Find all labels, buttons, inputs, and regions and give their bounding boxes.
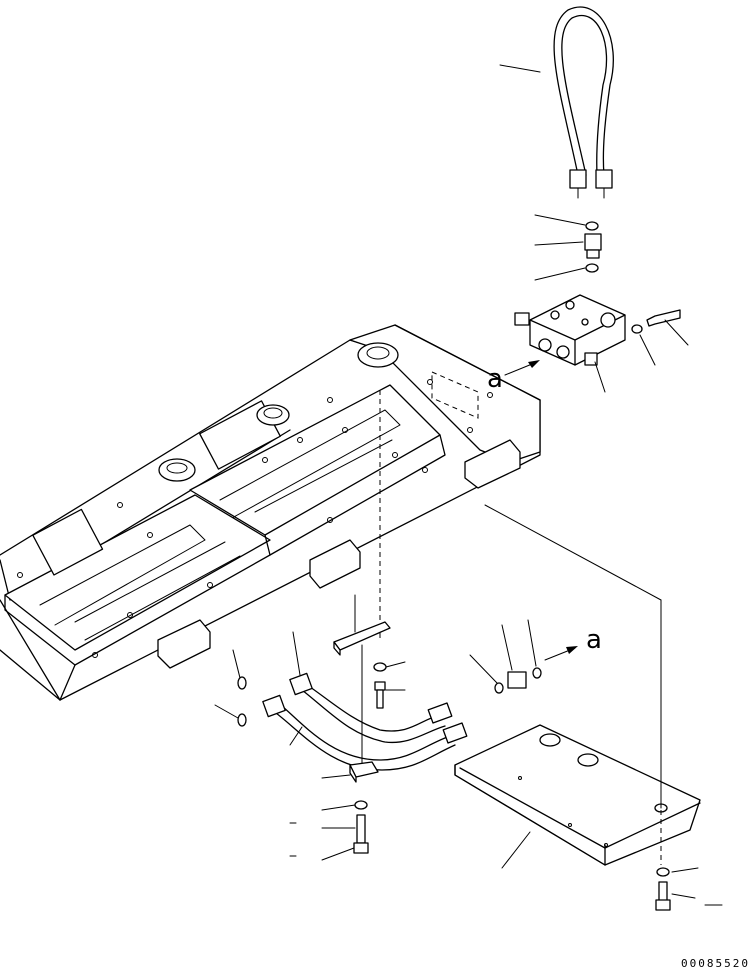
middle-elbow-fitting bbox=[507, 671, 527, 689]
cover-washer bbox=[656, 867, 670, 877]
upper-clamp-bolt bbox=[374, 681, 386, 709]
lower-clamp bbox=[349, 761, 379, 783]
upper-clamp bbox=[333, 621, 391, 656]
middle-o-ring-right bbox=[532, 667, 542, 679]
middle-o-ring-left bbox=[494, 682, 504, 694]
lower-washer bbox=[354, 800, 368, 810]
cover-plate bbox=[454, 724, 701, 866]
reference-letter-upper: a bbox=[487, 364, 503, 394]
reference-letter-lower: a bbox=[586, 625, 602, 655]
reference-arrow-lower: a bbox=[544, 625, 602, 661]
track-frame-assembly bbox=[0, 324, 541, 701]
cover-bolt bbox=[655, 881, 671, 911]
adapter-fitting bbox=[584, 233, 602, 259]
hydraulic-hose bbox=[553, 6, 614, 199]
cover-alignment-line bbox=[484, 504, 662, 601]
washer-valve bbox=[631, 324, 643, 334]
reference-arrow-upper: a bbox=[487, 360, 540, 394]
lower-o-ring bbox=[585, 263, 599, 273]
upper-washer bbox=[373, 662, 387, 672]
bolt-valve bbox=[646, 309, 681, 327]
hose-caps bbox=[237, 676, 247, 727]
hydraulic-tube-assembly bbox=[262, 672, 468, 771]
leader-lines bbox=[214, 64, 723, 906]
lower-clamp-bolt bbox=[353, 814, 369, 854]
valve-block bbox=[514, 294, 626, 366]
upper-o-ring bbox=[585, 221, 599, 231]
drawing-number: 00085520 bbox=[681, 957, 750, 970]
